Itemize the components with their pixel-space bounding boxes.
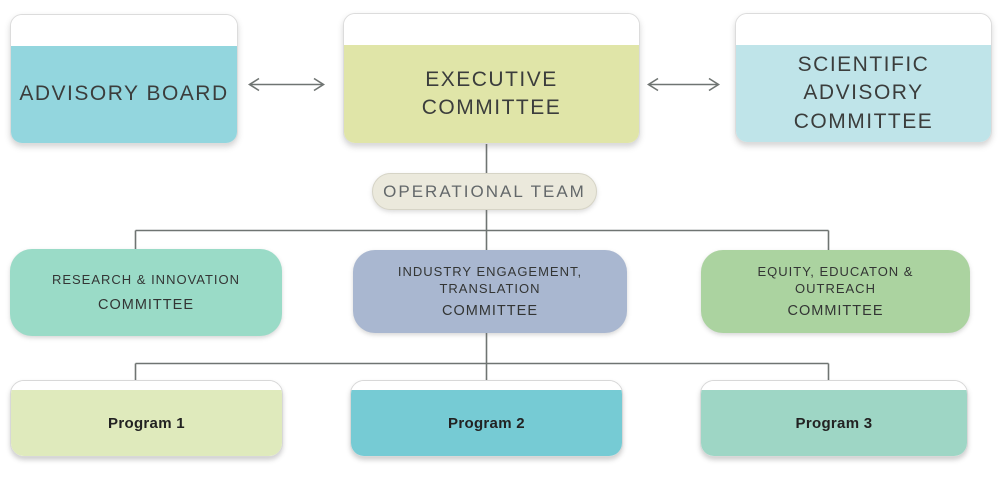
executive-committee-header: [344, 14, 639, 45]
program-3-header: [701, 381, 967, 390]
program-1-label: Program 1: [11, 390, 282, 456]
scientific-advisory-line1: SCIENTIFIC ADVISORY: [797, 52, 930, 105]
scientific-advisory-box: SCIENTIFIC ADVISORY COMMITTEE: [735, 13, 992, 143]
equity-education-line2: OUTREACH: [795, 280, 876, 296]
executive-committee-label: EXECUTIVE COMMITTEE: [344, 45, 639, 143]
industry-engagement-committee-label: COMMITTEE: [442, 303, 538, 320]
scientific-advisory-label: SCIENTIFIC ADVISORY COMMITTEE: [736, 45, 991, 142]
equity-education-committee-box: EQUITY, EDUCATON & OUTREACH COMMITTEE: [701, 250, 970, 333]
program-1-header: [11, 381, 282, 390]
arrow-advisory-executive: [248, 77, 325, 92]
program-2-header: [351, 381, 622, 390]
industry-engagement-committee-box: INDUSTRY ENGAGEMENT, TRANSLATION COMMITT…: [353, 250, 627, 333]
program-2-label: Program 2: [351, 390, 622, 456]
advisory-board-label: ADVISORY BOARD: [11, 46, 237, 143]
advisory-board-header: [11, 15, 237, 46]
equity-education-committee-label: COMMITTEE: [787, 303, 884, 320]
scientific-advisory-header: [736, 14, 991, 45]
research-innovation-line1: RESEARCH & INNOVATION: [51, 272, 241, 288]
industry-engagement-line1: INDUSTRY ENGAGEMENT,: [397, 263, 583, 279]
program-2-box: Program 2: [350, 380, 623, 457]
program-3-box: Program 3: [700, 380, 968, 457]
arrow-executive-scientific: [647, 77, 720, 92]
program-3-label: Program 3: [701, 390, 967, 456]
equity-education-line1: EQUITY, EDUCATON &: [757, 263, 914, 279]
executive-committee-box: EXECUTIVE COMMITTEE: [343, 13, 640, 144]
advisory-board-box: ADVISORY BOARD: [10, 14, 238, 144]
scientific-advisory-line2: COMMITTEE: [793, 109, 934, 133]
research-innovation-committee-label: COMMITTEE: [98, 296, 194, 313]
program-1-box: Program 1: [10, 380, 283, 457]
operational-team-pill: OPERATIONAL TEAM: [372, 173, 597, 210]
research-innovation-committee-box: RESEARCH & INNOVATION COMMITTEE: [10, 249, 282, 336]
industry-engagement-line2: TRANSLATION: [439, 280, 541, 296]
